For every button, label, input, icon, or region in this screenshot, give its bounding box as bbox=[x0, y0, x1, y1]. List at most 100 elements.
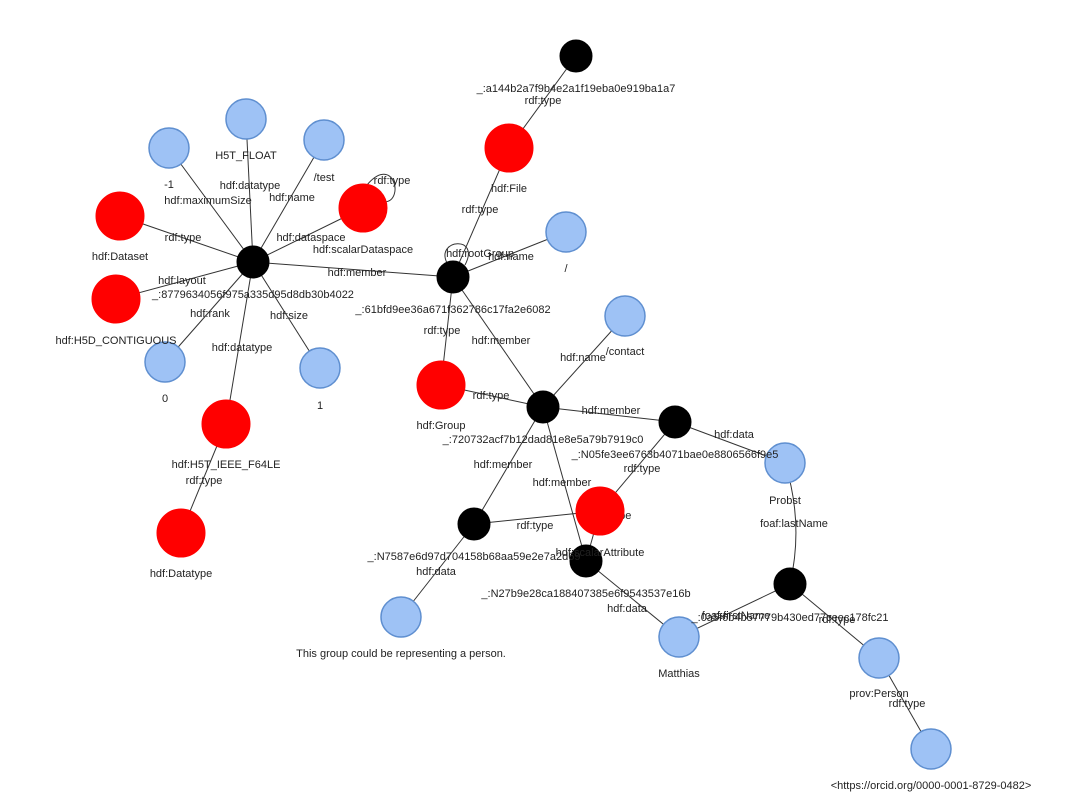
edge-root_bn-root_bn bbox=[444, 243, 469, 266]
node-label: /test bbox=[314, 172, 335, 184]
edge-group_bn-n05_bn bbox=[542, 406, 676, 423]
edge-label: foaf:lastName bbox=[760, 518, 828, 530]
node-label: hdf:Datatype bbox=[150, 568, 212, 580]
edge-dataset_bn-one bbox=[252, 261, 321, 369]
node-label: /contact bbox=[606, 346, 645, 358]
edge-label: hdf:member bbox=[533, 477, 592, 489]
edge-label: hdf:member bbox=[474, 459, 533, 471]
edge-dataset_bn-neg1 bbox=[168, 147, 254, 263]
node-blue[interactable] bbox=[858, 637, 900, 679]
node-label: hdf:H5T_IEEE_F64LE bbox=[172, 459, 281, 471]
edge-label: hdf:name bbox=[488, 251, 534, 263]
edge-label: hdf:data bbox=[416, 566, 457, 578]
node-label: hdf:Group bbox=[417, 420, 466, 432]
node-blue[interactable] bbox=[144, 341, 186, 383]
node-blue[interactable] bbox=[764, 442, 806, 484]
node-label: _:N27b9e28ca188407385e6f9543537e16b bbox=[480, 588, 690, 600]
node-label: _:N7587e6d97d704158b68aa59e2e7a2d69 bbox=[367, 551, 581, 563]
node-label: prov:Person bbox=[849, 688, 908, 700]
edge-label: hdf:size bbox=[270, 310, 308, 322]
edge-label: rdf:type bbox=[462, 204, 499, 216]
node-blue[interactable] bbox=[303, 119, 345, 161]
node-red[interactable] bbox=[95, 191, 145, 241]
edge-label: foaf:firstName bbox=[702, 610, 770, 622]
node-blue[interactable] bbox=[545, 211, 587, 253]
edge-label: hdf:rootGroup bbox=[446, 248, 514, 260]
node-label: hdf:scalarDataspace bbox=[313, 244, 413, 256]
node-red[interactable] bbox=[416, 360, 466, 410]
node-blue[interactable] bbox=[299, 347, 341, 389]
edge-label: hdf:member bbox=[582, 405, 641, 417]
edge-group_bn-n7587_bn bbox=[473, 406, 544, 525]
node-blue[interactable] bbox=[604, 295, 646, 337]
node-label: / bbox=[564, 263, 568, 275]
node-black[interactable] bbox=[457, 507, 491, 541]
node-blue[interactable] bbox=[225, 98, 267, 140]
edge-label: hdf:maximumSize bbox=[164, 195, 251, 207]
node-label: hdf:File bbox=[491, 183, 527, 195]
edge-labels-layer: rdf:typerdf:typehdf:namehdf:rootGrouphdf… bbox=[158, 95, 925, 710]
edge-label: rdf:type bbox=[819, 614, 856, 626]
node-label: _:a144b2a7f9b4e2a1f19eba0e919ba1a7 bbox=[476, 83, 676, 95]
node-black[interactable] bbox=[559, 39, 593, 73]
node-label: _:8779634056f975a335d95d8db30b4022 bbox=[151, 289, 354, 301]
node-black[interactable] bbox=[436, 260, 470, 294]
nodes-layer bbox=[91, 39, 952, 770]
node-blue[interactable] bbox=[658, 616, 700, 658]
edge-label: hdf:data bbox=[714, 429, 755, 441]
node-label: _:N05fe3ee6763b4071bae0e8806566f9e5 bbox=[571, 449, 779, 461]
node-label: hdf:H5D_CONTIGUOUS bbox=[55, 335, 176, 347]
node-blue[interactable] bbox=[910, 728, 952, 770]
edge-label: rdf:type bbox=[525, 95, 562, 107]
node-label: 0 bbox=[162, 393, 168, 405]
node-label: Probst bbox=[769, 495, 801, 507]
node-label: _:61bfd9ee36a671f362786c17fa2e6082 bbox=[354, 304, 550, 316]
edge-label: hdf:name bbox=[560, 352, 606, 364]
node-black[interactable] bbox=[526, 390, 560, 424]
node-label: hdf:Dataset bbox=[92, 251, 148, 263]
edge-root_bn-group_bn bbox=[452, 276, 544, 408]
edge-dataset_bn-ieee_f64 bbox=[225, 261, 254, 425]
edge-label: hdf:dataspace bbox=[276, 232, 345, 244]
node-red[interactable] bbox=[338, 183, 388, 233]
node-blue[interactable] bbox=[380, 596, 422, 638]
node-label: hdf:scalarAttribute bbox=[556, 547, 645, 559]
node-red[interactable] bbox=[156, 508, 206, 558]
node-black[interactable] bbox=[569, 544, 603, 578]
edge-label: hdf:name bbox=[269, 192, 315, 204]
edge-dataset_bn-zero bbox=[164, 261, 254, 363]
edge-label: rdf:type bbox=[889, 698, 926, 710]
node-label: -1 bbox=[164, 179, 174, 191]
edge-group_bn-n27_bn bbox=[542, 406, 587, 562]
node-red[interactable] bbox=[201, 399, 251, 449]
edge-dataset_bn-test bbox=[252, 139, 325, 263]
edge-label: hdf:member bbox=[472, 335, 531, 347]
edge-label: rdf:type bbox=[473, 390, 510, 402]
edge-label: rdf:type bbox=[186, 475, 223, 487]
edge-label: rdf:type bbox=[424, 325, 461, 337]
edge-label: hdf:member bbox=[328, 267, 387, 279]
node-label: <https://orcid.org/0000-0001-8729-0482> bbox=[831, 780, 1032, 792]
edge-label: hdf:data bbox=[607, 603, 648, 615]
edge-label: rdf:type bbox=[165, 232, 202, 244]
edge-label: rdf:type bbox=[624, 463, 661, 475]
node-red[interactable] bbox=[575, 486, 625, 536]
node-labels-layer: _:a144b2a7f9b4e2a1f19eba0e919ba1a7 hdf:Fi… bbox=[55, 83, 1031, 792]
edge-label: hdf:datatype bbox=[220, 180, 281, 192]
node-label: _:0a5f6b4b57779b430ed77ceec178fc21 bbox=[691, 612, 889, 624]
node-black[interactable] bbox=[658, 405, 692, 439]
edge-label: hdf:layout bbox=[158, 275, 206, 287]
edge-label: rdf:type bbox=[374, 175, 411, 187]
node-label: H5T_FLOAT bbox=[215, 150, 277, 162]
node-red[interactable] bbox=[91, 274, 141, 324]
node-label: 1 bbox=[317, 400, 323, 412]
node-label: This group could be representing a perso… bbox=[296, 648, 506, 660]
node-label: Matthias bbox=[658, 668, 700, 680]
node-blue[interactable] bbox=[148, 127, 190, 169]
node-red[interactable] bbox=[484, 123, 534, 173]
node-black[interactable] bbox=[236, 245, 270, 279]
node-black[interactable] bbox=[773, 567, 807, 601]
edge-dataset_bn-h5t_float bbox=[245, 118, 254, 263]
edge-label: rdf:type bbox=[517, 520, 554, 532]
